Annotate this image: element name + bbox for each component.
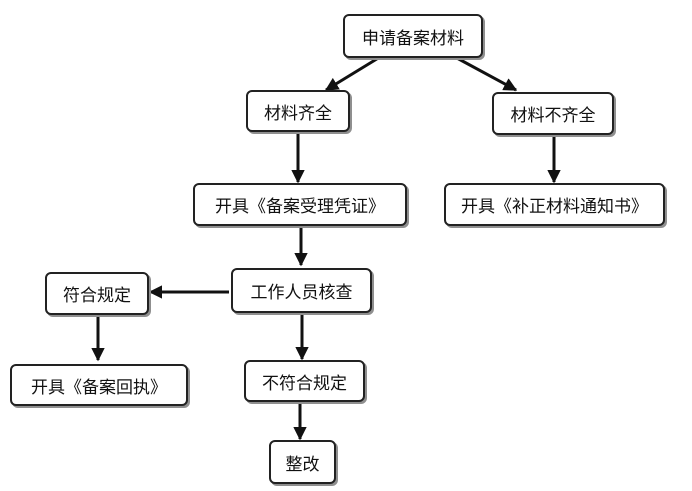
arrow-apply-to-complete: [324, 55, 381, 92]
node-staff-review: 工作人员核查: [231, 268, 372, 313]
node-acceptance-voucher: 开具《备案受理凭证》: [193, 183, 407, 226]
node-supplement-notice: 开具《补正材料通知书》: [444, 183, 665, 226]
arrow-apply-to-incomplete: [454, 55, 518, 92]
node-apply-materials: 申请备案材料: [343, 14, 483, 58]
node-filing-receipt: 开具《备案回执》: [10, 364, 188, 406]
node-noncompliant: 不符合规定: [244, 360, 365, 402]
node-rectify: 整改: [269, 440, 336, 484]
node-materials-incomplete: 材料不齐全: [492, 92, 614, 135]
node-compliant: 符合规定: [45, 272, 149, 315]
node-materials-complete: 材料齐全: [246, 90, 350, 132]
